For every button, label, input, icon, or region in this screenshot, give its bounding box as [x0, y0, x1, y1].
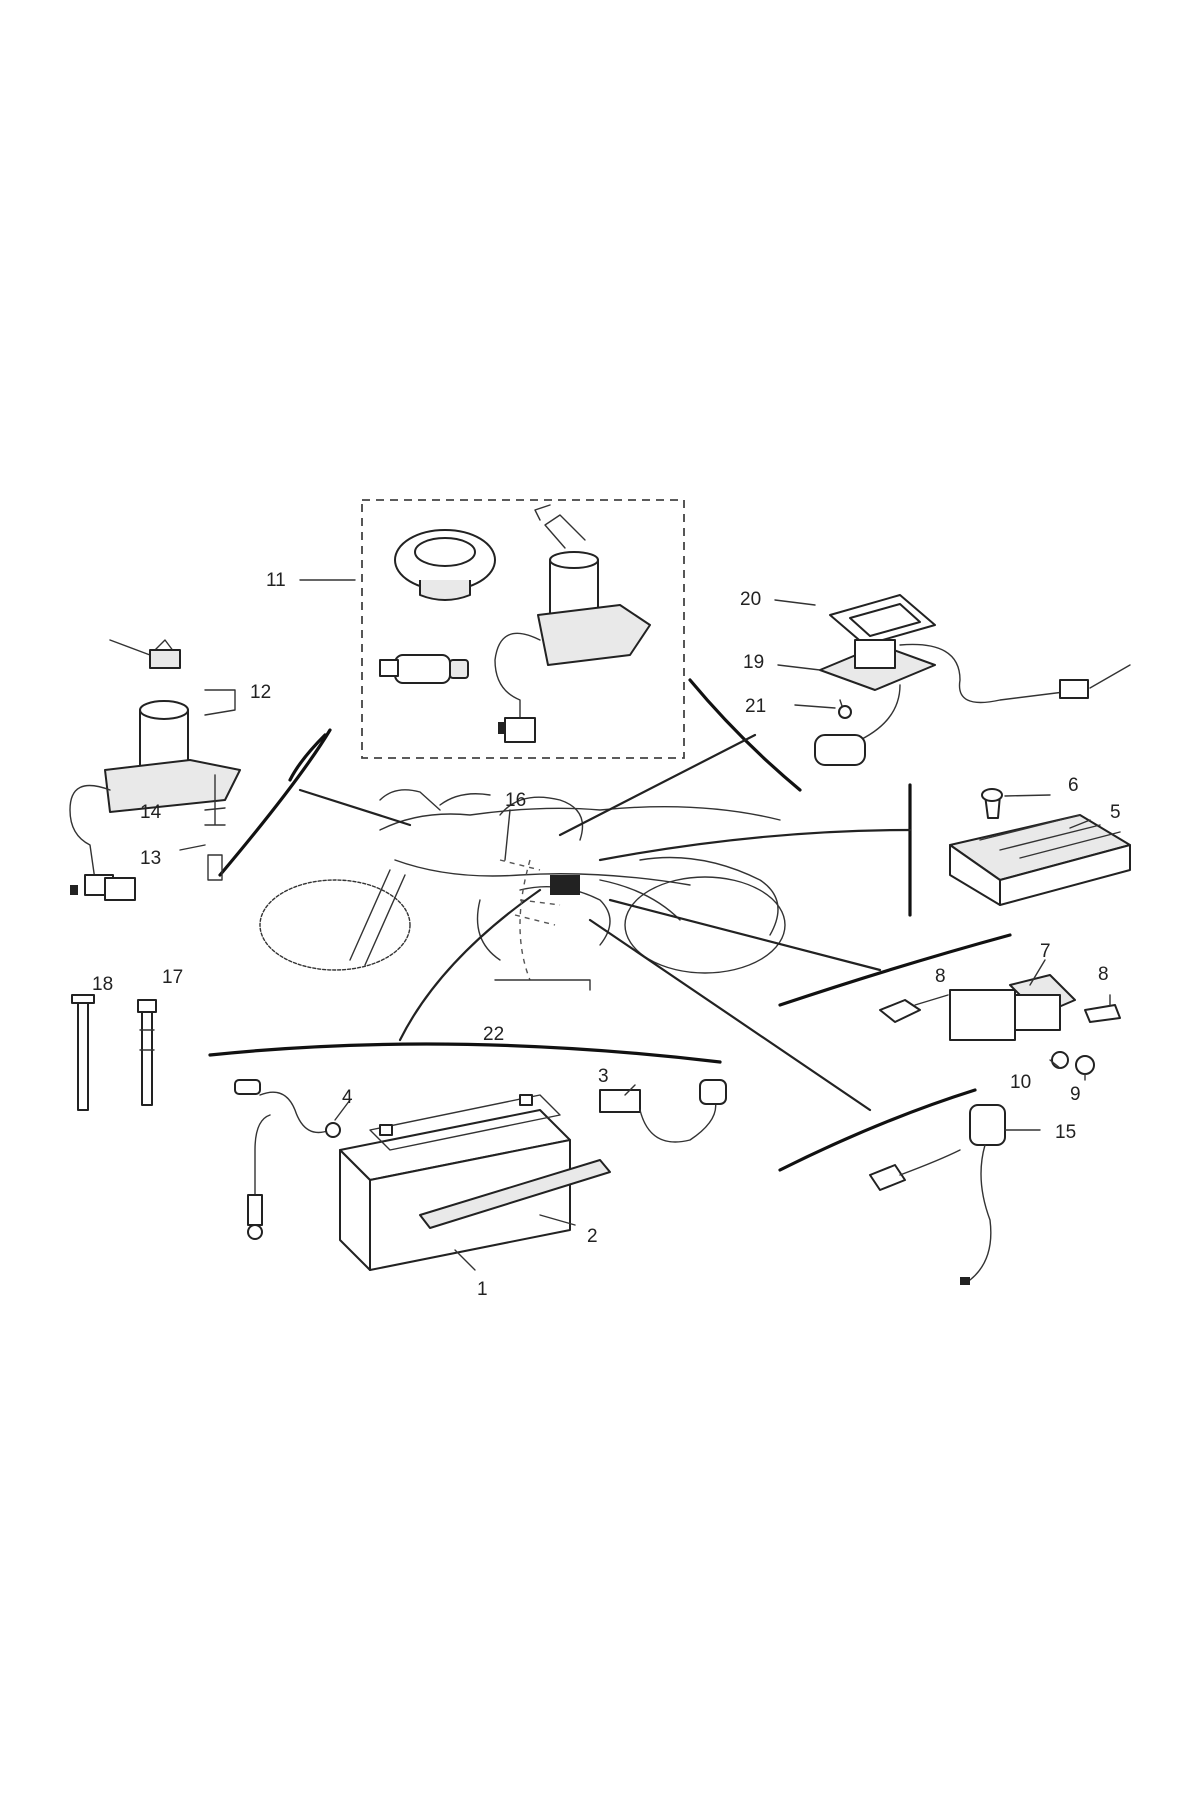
callout-7: 7: [1040, 941, 1051, 962]
group-7-10-relay: [879, 974, 1121, 1075]
callout-11: 11: [266, 570, 286, 591]
motorcycle-outline: [259, 789, 786, 974]
group-12-ignition-switch: [69, 639, 241, 901]
group-15-switch: [869, 1104, 1006, 1285]
callout-17: 17: [162, 967, 183, 988]
callout-18: 18: [92, 974, 113, 995]
callout-12: 12: [250, 682, 271, 703]
callout-13: 13: [140, 848, 161, 869]
group-11-ignition-kit: [361, 499, 685, 759]
group-19-20-21-starter-relay: [814, 594, 1131, 766]
group-17-18-bolts: [71, 994, 157, 1111]
callout-8-left: 8: [935, 966, 946, 987]
callout-5: 5: [1110, 802, 1121, 823]
callout-3: 3: [598, 1066, 609, 1087]
callout-19: 19: [743, 652, 764, 673]
callout-14: 14: [140, 802, 162, 823]
leader-lines: [208, 678, 1012, 1172]
callout-leaders: [179, 579, 1111, 1271]
callout-15: 15: [1055, 1122, 1076, 1143]
callout-8-right: 8: [1098, 964, 1109, 985]
callout-20: 20: [740, 589, 761, 610]
callout-2: 2: [587, 1226, 598, 1247]
callout-6: 6: [1068, 775, 1079, 796]
group-1-4-battery: [234, 1079, 727, 1271]
group-5-6-regulator: [949, 788, 1131, 906]
callout-9: 9: [1070, 1084, 1081, 1105]
callout-21: 21: [745, 696, 766, 717]
callout-10: 10: [1010, 1072, 1031, 1093]
callout-22: 22: [483, 1024, 504, 1045]
callout-16: 16: [505, 790, 526, 811]
callout-4: 4: [342, 1087, 353, 1108]
callout-1: 1: [477, 1279, 488, 1300]
callout-labels: 1 2 3 4 5 6 7 8 8 9 10 11 12 13 14 15 16…: [92, 570, 1121, 1300]
